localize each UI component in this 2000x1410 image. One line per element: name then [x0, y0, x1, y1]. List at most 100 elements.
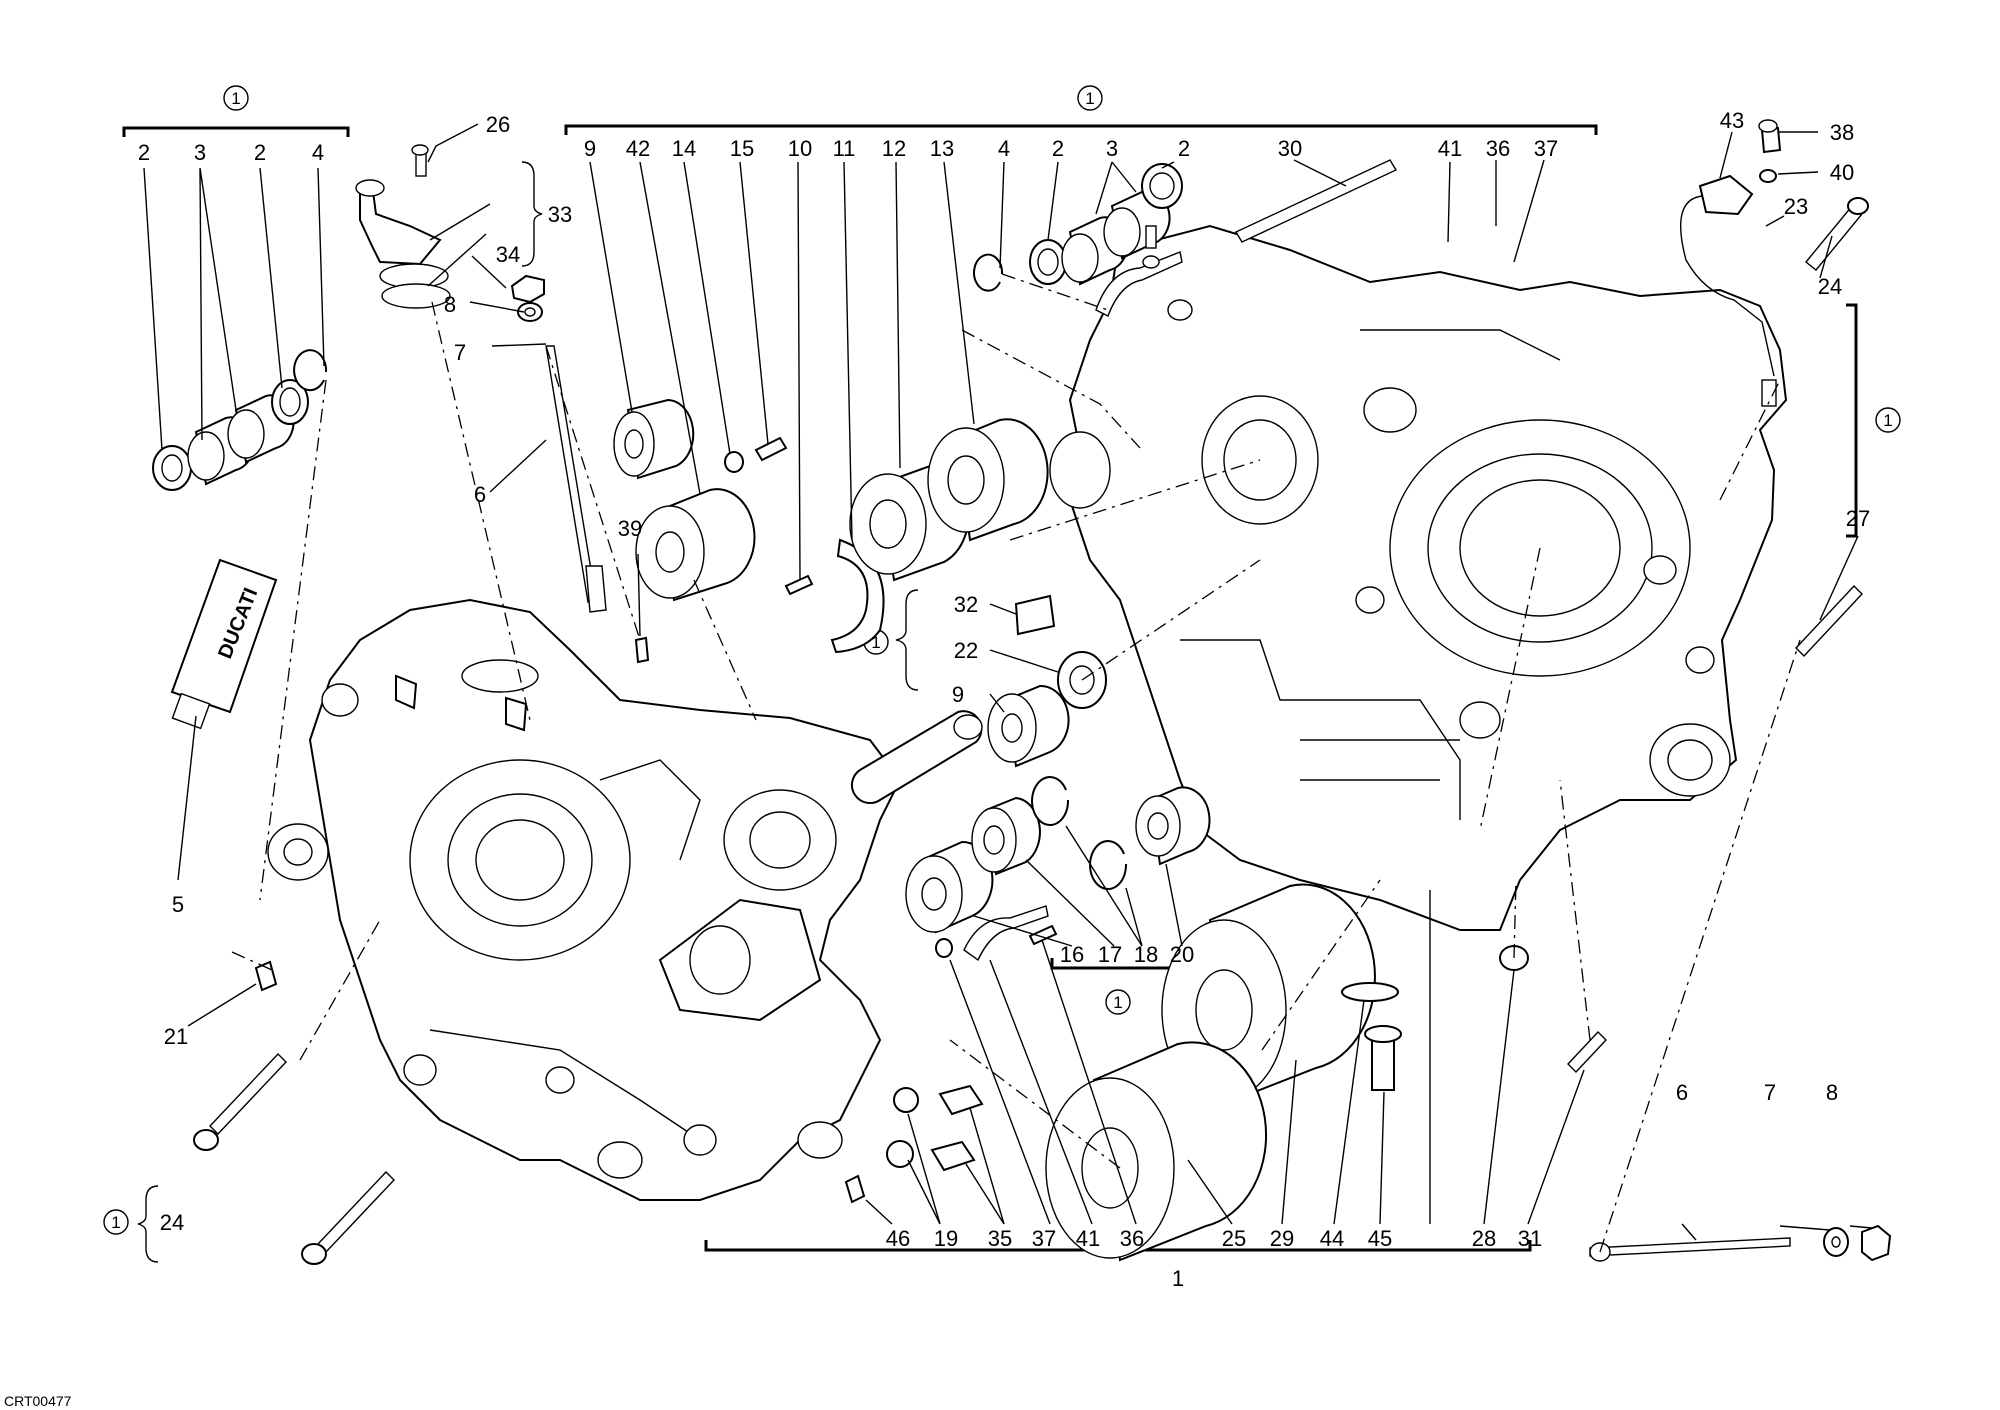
label-3: 3: [1106, 136, 1118, 161]
label-6: 6: [474, 482, 486, 507]
label-15: 15: [730, 136, 754, 161]
bolts-24-left: [193, 1052, 395, 1265]
stud-nut-washer-bottom-right: [1589, 1224, 1892, 1262]
label-8: 8: [1826, 1080, 1838, 1105]
label-41: 41: [1076, 1226, 1100, 1251]
bearing-stack-16-20: [905, 776, 1211, 934]
washer-screw-14-15: [724, 436, 788, 473]
left-crankcase-half: [267, 598, 983, 1201]
group-bracket-top-left: 1: [122, 85, 350, 137]
label-38: 38: [1830, 120, 1854, 145]
label-16: 16: [1060, 942, 1084, 967]
label-8: 8: [444, 292, 456, 317]
label-12: 12: [882, 136, 906, 161]
bearing-25: [1045, 1041, 1268, 1262]
label-9: 9: [952, 682, 964, 707]
label-39: 39: [618, 516, 642, 541]
label-40: 40: [1830, 160, 1854, 185]
drawing-code: CRT00477: [4, 1393, 72, 1409]
top-bearing-row: [973, 163, 1183, 292]
oil-pipe-bottom-37-41-36: [935, 905, 1058, 962]
label-36: 36: [1120, 1226, 1144, 1251]
label-2: 2: [1178, 136, 1190, 161]
oring-28-bolt-31: [1499, 945, 1607, 1074]
drain-plug-44-45: [1341, 982, 1402, 1091]
stud-27: [1795, 584, 1863, 658]
label-3: 3: [194, 140, 206, 165]
left-bearing-stack: [152, 349, 328, 491]
bearing-42: [635, 488, 756, 602]
label-7: 7: [1764, 1080, 1776, 1105]
label-4: 4: [998, 136, 1010, 161]
label-2: 2: [1052, 136, 1064, 161]
label-22: 22: [954, 638, 978, 663]
label-19: 19: [934, 1226, 958, 1251]
oil-tube-ducati: DUCATI: [170, 558, 278, 730]
label-17: 17: [1098, 942, 1122, 967]
label-11: 11: [833, 136, 856, 161]
label-31: 31: [1518, 1226, 1542, 1251]
label-36: 36: [1486, 136, 1510, 161]
label-37: 37: [1534, 136, 1558, 161]
label-14: 14: [672, 136, 696, 161]
part-labels: 2 3 2 4 26 33 34 8 7 6 5 21 24 39 9 42 1…: [138, 108, 1870, 1291]
note-symbol: 1: [111, 1213, 120, 1232]
sensor-43-bolt-38-washer-40: [1680, 119, 1782, 407]
seal-13: [927, 418, 1049, 542]
label-26: 26: [486, 112, 510, 137]
label-28: 28: [1472, 1226, 1496, 1251]
label-30: 30: [1278, 136, 1302, 161]
alignment-lines: [231, 273, 1801, 1253]
label-44: 44: [1320, 1226, 1344, 1251]
stud-6-left: [510, 274, 607, 613]
label-43: 43: [1720, 108, 1744, 133]
leader-lines: [143, 123, 1873, 1241]
oil-pipe-41-36-37: [1095, 225, 1183, 317]
label-6: 6: [1676, 1080, 1688, 1105]
label-41: 41: [1438, 136, 1462, 161]
label-34: 34: [496, 242, 520, 267]
group-brace-left-bottom: 1: [103, 1185, 159, 1263]
label-35: 35: [988, 1226, 1012, 1251]
label-4: 4: [312, 140, 324, 165]
note-symbol: 1: [1883, 411, 1892, 430]
label-25: 25: [1222, 1226, 1246, 1251]
label-33: 33: [548, 202, 572, 227]
dowel-39: [634, 636, 650, 664]
group-bracket-right: 1: [1846, 303, 1901, 538]
label-21: 21: [164, 1024, 188, 1049]
label-46: 46: [886, 1226, 910, 1251]
plugs-35-19-46: [844, 1084, 984, 1204]
label-27: 27: [1846, 506, 1870, 531]
note-symbol: 1: [1085, 89, 1094, 108]
group-brace-33: [521, 161, 543, 267]
label-2: 2: [254, 140, 266, 165]
label-13: 13: [930, 136, 954, 161]
bearing-9-top: [613, 398, 695, 480]
oil-pump-assembly: [355, 144, 451, 309]
group-bracket-top-center: 1: [564, 85, 1598, 135]
label-32: 32: [954, 592, 978, 617]
label-20: 20: [1170, 942, 1194, 967]
label-24: 24: [160, 1210, 184, 1235]
label-18: 18: [1134, 942, 1158, 967]
label-29: 29: [1270, 1226, 1294, 1251]
stud-30: [1235, 159, 1397, 243]
label-7: 7: [454, 340, 466, 365]
label-42: 42: [626, 136, 650, 161]
label-24: 24: [1818, 274, 1842, 299]
note-symbol: 1: [871, 633, 880, 652]
label-23: 23: [1784, 194, 1808, 219]
label-9: 9: [584, 136, 596, 161]
label-37: 37: [1032, 1226, 1056, 1251]
note-symbol: 1: [231, 89, 240, 108]
note-symbol: 1: [1113, 993, 1122, 1012]
label-1: 1: [1172, 1266, 1184, 1291]
dowel-21: [254, 960, 278, 992]
label-10: 10: [788, 136, 812, 161]
label-5: 5: [172, 892, 184, 917]
label-2: 2: [138, 140, 150, 165]
bolt-24-right: [1805, 197, 1869, 271]
label-45: 45: [1368, 1226, 1392, 1251]
